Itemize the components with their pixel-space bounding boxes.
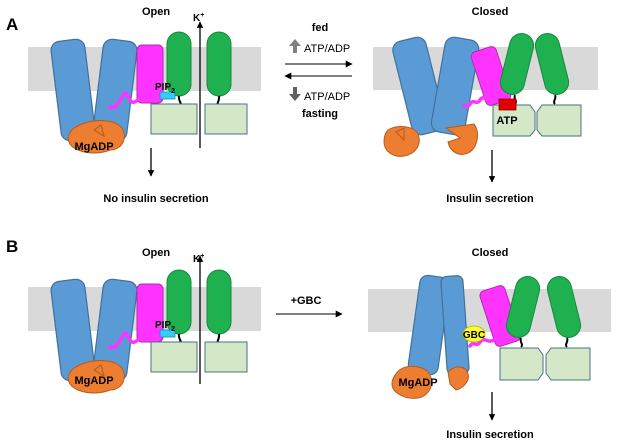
kir-helix [505, 276, 541, 338]
gbc-drug [462, 325, 486, 343]
l0-linker [108, 91, 145, 110]
atp-label: ATP [496, 115, 517, 127]
sur-helix [430, 36, 480, 136]
panel-a-closed-state: Closed ATP Insulin secretion [373, 6, 598, 205]
sur-helix [392, 36, 446, 136]
panel-b-open-state: Open MgADP PIP2 K+ [28, 247, 261, 394]
pip2-label: PIP2 [155, 320, 175, 333]
panel-b-right-outcome: Insulin secretion [446, 429, 534, 441]
kir-linker [565, 337, 569, 348]
kir-cytoplasmic-domain [536, 104, 582, 137]
kir-cytoplasmic-domain [204, 341, 248, 373]
atp-adp-down-label: ATP/ADP [304, 91, 350, 103]
fed-label: fed [312, 22, 329, 34]
nbd-domain [444, 123, 478, 155]
down-arrow-icon [289, 87, 301, 101]
gbc-label: GBC [463, 330, 485, 341]
mgadp-label: MgADP [74, 141, 113, 153]
kir-helix [534, 33, 570, 95]
tmd0-helix [136, 283, 164, 343]
atp-site [498, 98, 517, 111]
kir-helix [206, 269, 232, 335]
panel-a: A Open MgADP PIP2 K+ No insulin secretio… [6, 6, 598, 205]
kir-cytoplasmic-domain [545, 347, 591, 381]
gbc-arrow-label: +GBC [291, 295, 322, 307]
panel-a-label: A [6, 15, 18, 34]
mgadp-nbd [67, 360, 125, 394]
panel-b-transition: +GBC [276, 295, 343, 318]
panel-b: B Open MgADP PIP2 K+ +GBC [6, 237, 611, 441]
mgadp-nbd [391, 365, 433, 399]
panel-a-open-title: Open [142, 6, 170, 18]
mgadp-label: MgADP [398, 377, 437, 389]
nbd-domain [383, 126, 420, 157]
panel-a-closed-title: Closed [472, 6, 509, 18]
kir-cytoplasmic-domain [150, 103, 198, 135]
l0-linker [468, 337, 496, 348]
k-ion-label: K+ [193, 12, 204, 24]
panel-b-label: B [6, 237, 18, 256]
k-ion-label: K+ [193, 253, 204, 265]
panel-a-open-state: Open MgADP PIP2 K+ No insulin secretion [28, 6, 261, 205]
panel-b-closed-state: Closed MgADP GBC Insulin secretion [368, 247, 611, 441]
panel-b-closed-title: Closed [472, 247, 509, 259]
up-arrow-icon [289, 39, 301, 53]
atp-adp-up-label: ATP/ADP [304, 43, 350, 55]
kir-cytoplasmic-domain [150, 341, 198, 373]
pip2-site [159, 91, 176, 100]
kir-helix [499, 33, 535, 95]
panel-b-open-title: Open [142, 247, 170, 259]
panel-a-left-outcome: No insulin secretion [103, 193, 208, 205]
nbd-domain [447, 366, 469, 391]
mgadp-nbd [67, 120, 125, 154]
kir-linker [553, 94, 557, 105]
pip2-label: PIP2 [155, 82, 175, 95]
fasting-label: fasting [302, 108, 338, 120]
kir-helix [546, 276, 582, 338]
l0-linker [462, 96, 492, 108]
pip2-site [159, 329, 176, 338]
kir-helix [206, 31, 232, 97]
kir-cytoplasmic-domain [499, 347, 544, 381]
l0-linker [108, 331, 145, 350]
panel-a-transition: fed ATP/ADP ATP/ADP fasting [284, 22, 353, 120]
mgadp-label: MgADP [74, 375, 113, 387]
tmd0-helix [136, 44, 164, 104]
kir-cytoplasmic-domain [492, 104, 536, 137]
kir-cytoplasmic-domain [204, 103, 248, 135]
kir-linker [519, 337, 523, 348]
panel-a-right-outcome: Insulin secretion [446, 193, 534, 205]
